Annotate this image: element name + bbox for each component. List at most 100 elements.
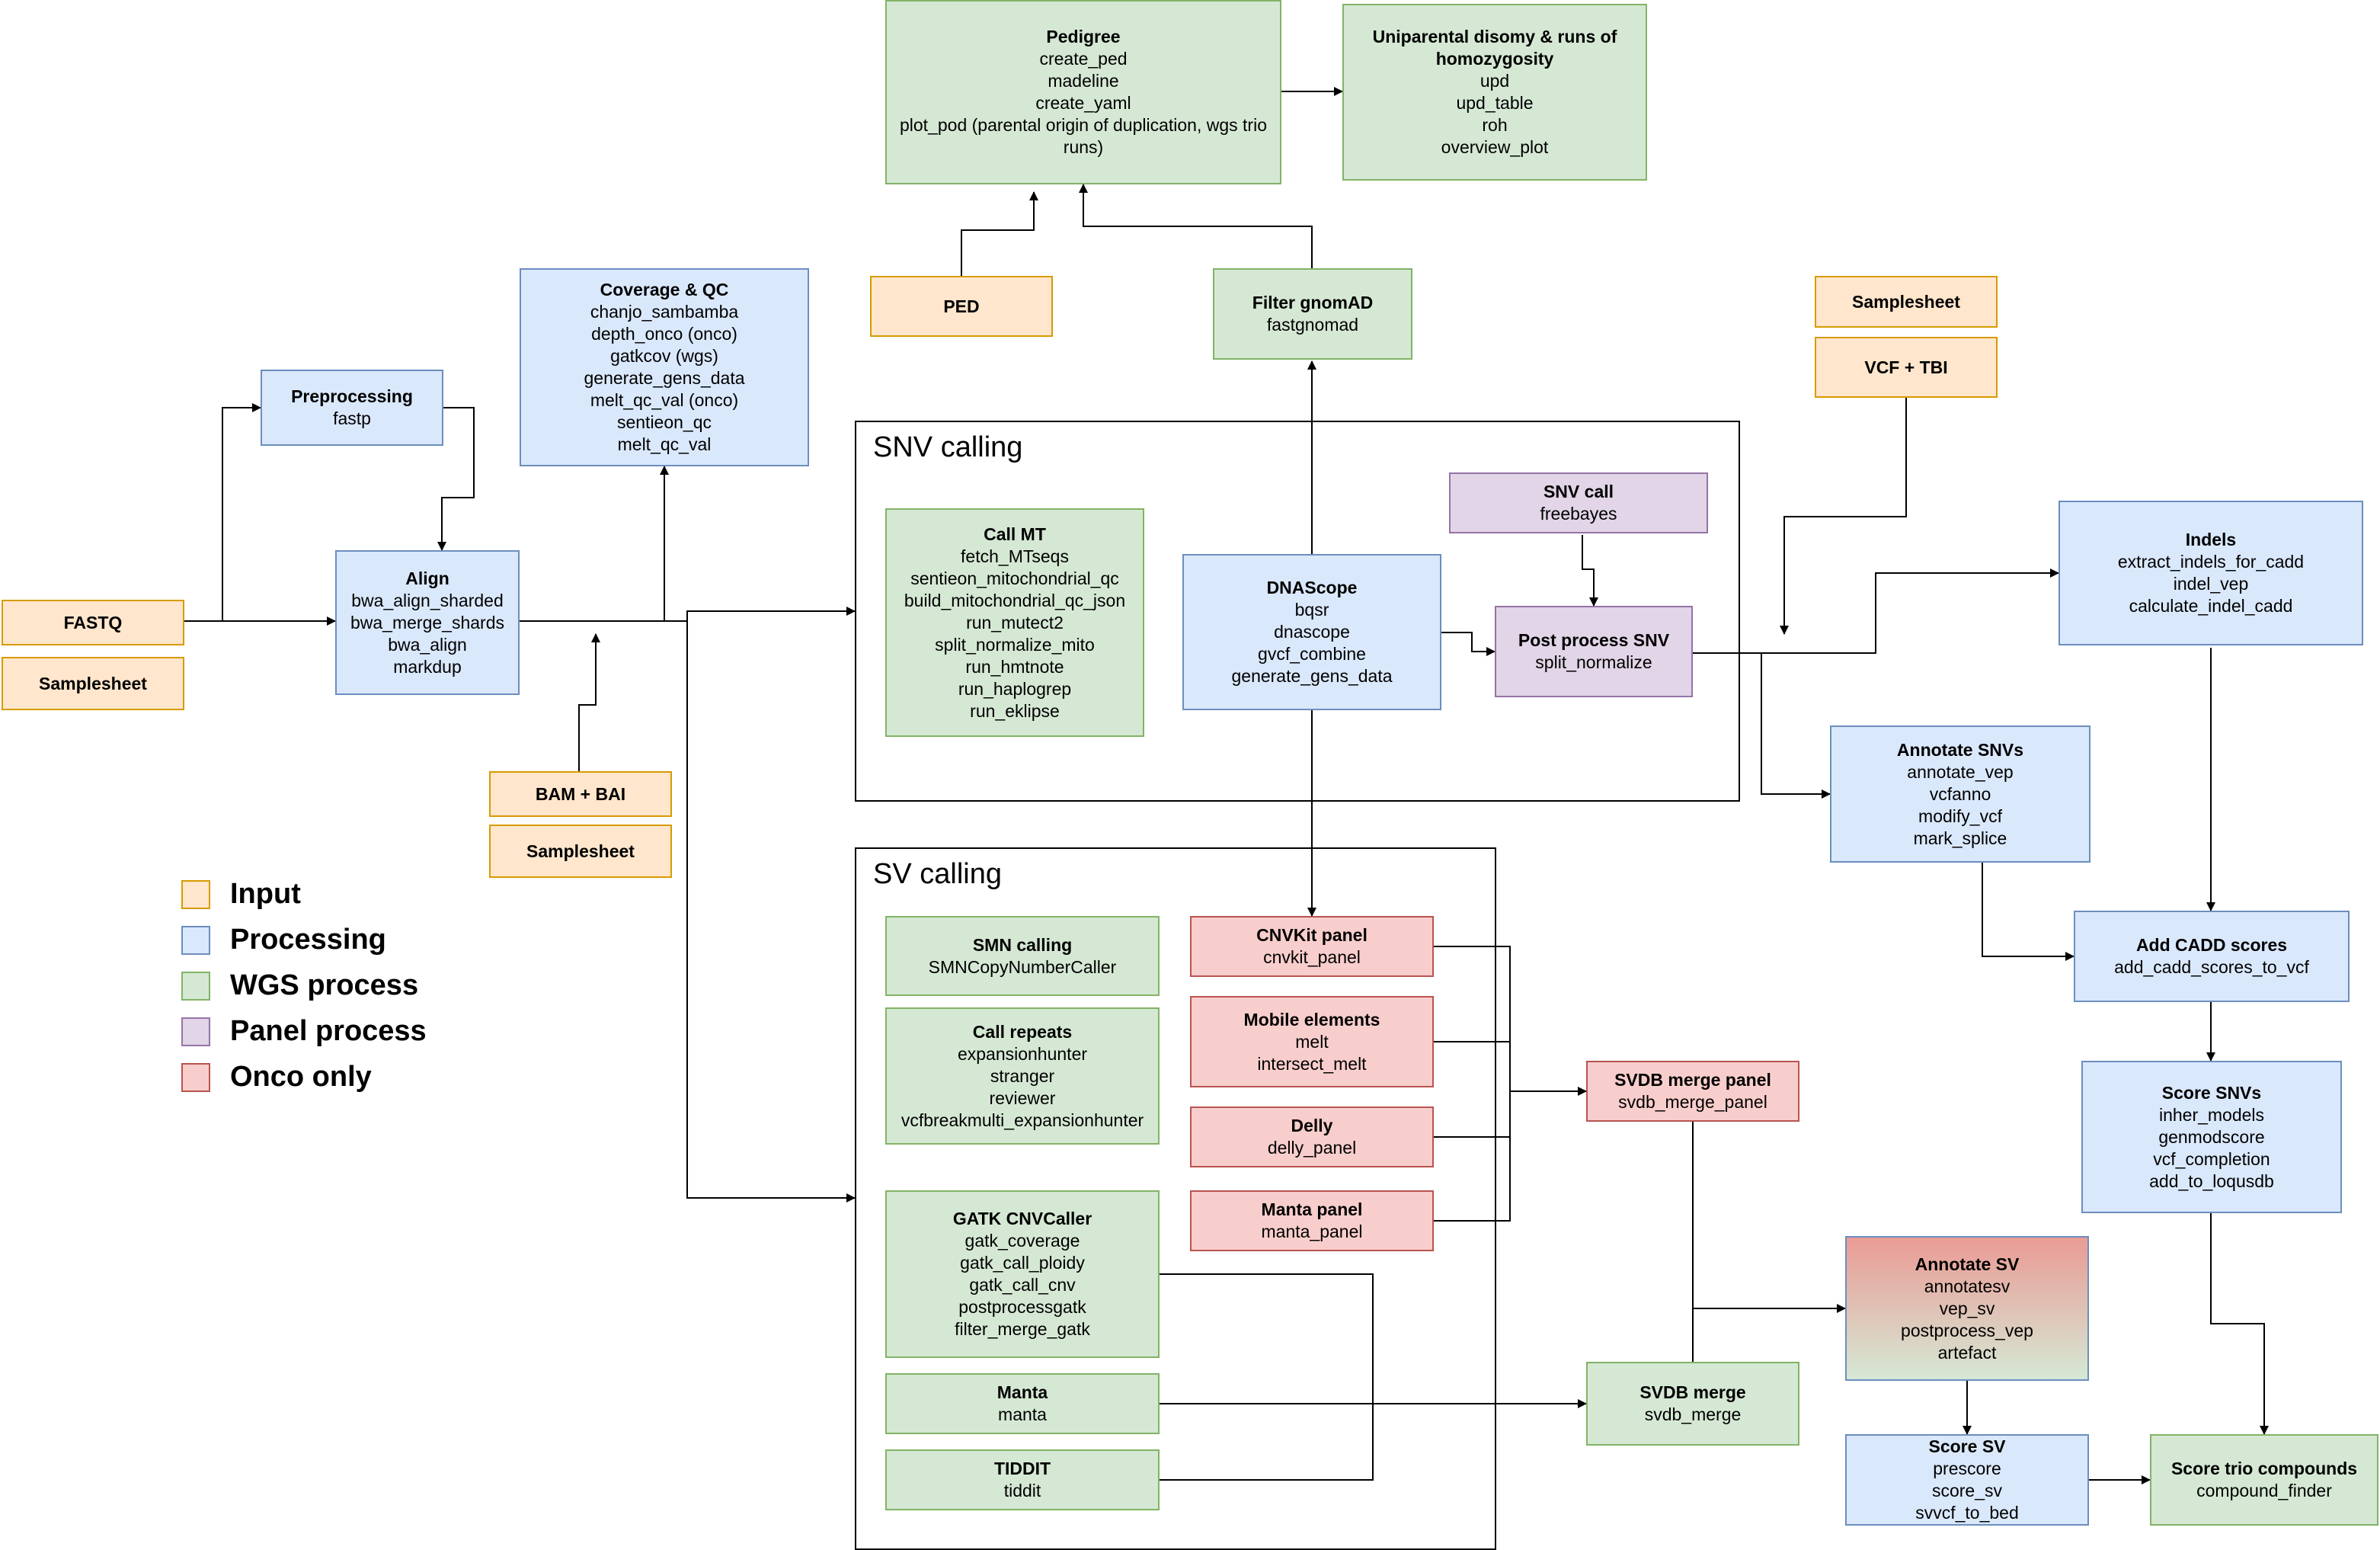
node-step: inher_models — [2158, 1104, 2265, 1125]
node-step: upd — [1480, 71, 1510, 91]
node-title: DNAScope — [1266, 578, 1358, 597]
edge-bam-align — [578, 633, 600, 771]
node-step: gatk_call_ploidy — [960, 1253, 1085, 1273]
node-step: upd_table — [1456, 93, 1534, 113]
node-title: Manta — [996, 1382, 1048, 1402]
legend-label: Processing — [230, 924, 386, 956]
node-title: Mobile elements — [1243, 1009, 1380, 1030]
legend-item-processing: Processing — [181, 924, 386, 956]
node-title: CNVKit panel — [1256, 925, 1368, 945]
node-step: svdb_merge_panel — [1618, 1092, 1767, 1112]
node-step: prescore — [1933, 1459, 2001, 1478]
node-title: Annotate SV — [1915, 1254, 2020, 1274]
node-step: build_mitochondrial_qc_json — [904, 590, 1126, 610]
edge-gatk-svdbmerge — [1160, 1273, 1374, 1481]
edge-annotate-cadd — [1982, 863, 2075, 961]
edge-postsnv-annotate — [1761, 653, 1831, 799]
legend-swatch — [181, 925, 210, 955]
node-step: calculate_indel_cadd — [2129, 596, 2293, 616]
node-step: create_ped — [1039, 49, 1128, 69]
node-title: Post process SNV — [1518, 630, 1670, 650]
node-step: intersect_melt — [1257, 1053, 1367, 1074]
node-step: fetch_MTseqs — [961, 546, 1069, 566]
node-step: cnvkit_panel — [1263, 947, 1361, 967]
legend-item-input: Input — [181, 878, 301, 911]
node-step: split_normalize_mito — [935, 634, 1095, 655]
legend-swatch — [181, 1062, 210, 1092]
node-step: filter_merge_gatk — [955, 1319, 1090, 1339]
samplesheet-fastq-node: Samplesheet — [2, 657, 184, 710]
node-title: Samplesheet — [1852, 291, 1960, 312]
node-step: bwa_align — [388, 634, 467, 655]
node-step: generate_gens_data — [1231, 666, 1393, 686]
sv-calling-title: SV calling — [873, 858, 1002, 890]
node-step: gatk_call_cnv — [969, 1275, 1076, 1295]
node-step: artefact — [1937, 1342, 1997, 1363]
legend-swatch — [181, 971, 210, 1001]
node-title: SMN calling — [972, 934, 1073, 955]
node-title: Samplesheet — [39, 673, 147, 693]
legend-item-panel-process: Panel process — [181, 1015, 427, 1048]
node-title: Delly — [1291, 1116, 1333, 1135]
node-title: Add CADD scores — [2135, 935, 2288, 955]
ped-node: PED — [870, 276, 1053, 337]
samplesheet-vcf-node: Samplesheet — [1815, 276, 1998, 328]
node-step: stranger — [990, 1065, 1055, 1086]
node-title: GATK CNVCaller — [952, 1209, 1092, 1228]
node-step: score_sv — [1931, 1481, 2003, 1500]
node-title: Score SV — [1928, 1436, 2006, 1456]
node-step: compound_finder — [2196, 1481, 2332, 1500]
node-step: markdup — [393, 656, 462, 677]
edge-to-snv-calling — [686, 607, 856, 621]
edge-scoresnv-trio — [2210, 1213, 2269, 1435]
legend-swatch — [181, 879, 210, 909]
node-step: run_hmtnote — [965, 656, 1064, 677]
legend-label: WGS process — [230, 969, 419, 1001]
node-step: fastgnomad — [1266, 315, 1359, 335]
node-step: sentieon_mitochondrial_qc — [910, 568, 1119, 588]
node-title: Coverage & QC — [600, 280, 729, 299]
node-title: Call MT — [984, 524, 1046, 544]
edge-preprocessing-align — [437, 407, 475, 551]
node-step: run_eklipse — [970, 700, 1060, 721]
node-step: melt_qc_val (onco) — [590, 390, 739, 410]
node-title: BAM + BAI — [535, 783, 626, 804]
snv-call-node: SNV call freebayes — [1449, 472, 1708, 533]
node-step: gatk_coverage — [964, 1231, 1080, 1251]
legend-label: Panel process — [230, 1015, 427, 1047]
node-title: Call repeats — [972, 1021, 1073, 1042]
node-step: mark_splice — [1913, 828, 2007, 848]
node-title: Score SNVs — [2161, 1082, 2262, 1103]
node-step: madeline — [1048, 71, 1119, 91]
node-step: extract_indels_for_cadd — [2117, 552, 2305, 572]
node-step: manta — [998, 1404, 1047, 1424]
edge-postsnv-indels — [1693, 568, 2059, 654]
node-title: Filter gnomAD — [1252, 293, 1374, 312]
filter-gnomad-node: Filter gnomAD fastgnomad — [1213, 268, 1412, 360]
node-title: SNV call — [1543, 482, 1614, 501]
node-step: svvcf_to_bed — [1915, 1503, 2019, 1523]
legend-item-onco-only: Onco only — [181, 1061, 372, 1094]
node-step: vcf_completion — [2153, 1148, 2270, 1169]
edge-to-sv-calling — [686, 621, 856, 1203]
node-step: split_normalize — [1535, 652, 1652, 672]
node-step: generate_gens_data — [584, 368, 745, 388]
node-step: freebayes — [1540, 504, 1617, 524]
node-step: annotate_vep — [1907, 761, 2014, 782]
legend-label: Input — [230, 878, 301, 910]
node-step: bwa_merge_shards — [350, 612, 504, 632]
node-step: plot_pod (parental origin of duplication… — [899, 115, 1267, 157]
node-step: overview_plot — [1441, 137, 1549, 157]
